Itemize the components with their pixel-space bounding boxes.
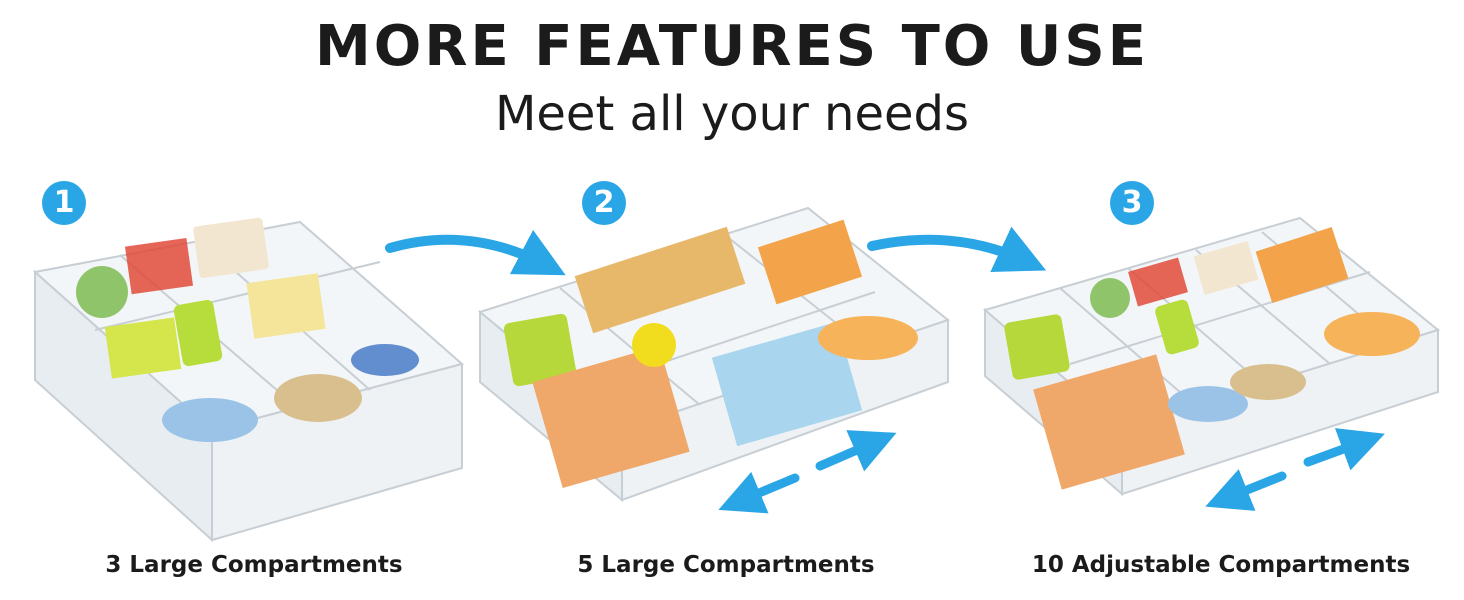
sticky-note-box — [193, 217, 269, 278]
highlighters-small — [1255, 226, 1349, 304]
organizer-10-compartments — [982, 216, 1441, 497]
transition-arrow-2 — [867, 226, 1047, 273]
note-box-small — [1193, 241, 1259, 295]
pencils — [574, 226, 746, 334]
washi-tape-rolls-small — [1324, 312, 1420, 356]
step-1-badge: 1 — [42, 181, 86, 225]
page-subtitle: Meet all your needs — [494, 86, 970, 142]
clip-boxes-small — [1128, 257, 1188, 307]
expand-arrow-left-1 — [718, 471, 800, 514]
calculator — [503, 313, 577, 387]
tape-measure — [632, 323, 676, 367]
highlighter-small — [1155, 299, 1199, 355]
washi-tape-rolls — [818, 316, 918, 360]
notebook — [104, 317, 182, 379]
succulent-plant-small — [1090, 278, 1130, 318]
blue-sticky-notes — [711, 321, 863, 447]
expand-arrow-right-2 — [1303, 428, 1385, 471]
sticky-notes — [246, 273, 326, 339]
clip-boxes — [124, 238, 194, 295]
step-2-badge: 2 — [582, 181, 626, 225]
blue-binder-clips-small — [1168, 386, 1248, 422]
caption-step-3: 10 Adjustable Compartments — [1031, 552, 1411, 578]
blue-binder-clips — [162, 398, 258, 442]
highlighters — [757, 219, 863, 305]
expand-arrow-left-2 — [1205, 469, 1287, 511]
highlighter — [173, 299, 223, 367]
expand-arrow-right-1 — [815, 430, 897, 472]
orange-memo-pad — [532, 345, 690, 489]
pushpins — [351, 344, 419, 376]
organizer-3-compartments — [32, 217, 465, 543]
gold-paper-clips-small — [1230, 364, 1306, 400]
orange-memo-pad-small — [1033, 354, 1185, 490]
gold-paper-clips — [274, 374, 362, 422]
step-3-badge: 3 — [1110, 181, 1154, 225]
caption-step-1: 3 Large Compartments — [105, 552, 403, 578]
page-title: MORE FEATURES TO USE — [315, 14, 1149, 79]
calculator-small — [1004, 314, 1070, 380]
transition-arrow-1 — [385, 229, 566, 276]
organizer-5-compartments — [477, 206, 951, 503]
caption-step-2: 5 Large Compartments — [577, 552, 875, 578]
succulent-plant — [76, 266, 128, 318]
